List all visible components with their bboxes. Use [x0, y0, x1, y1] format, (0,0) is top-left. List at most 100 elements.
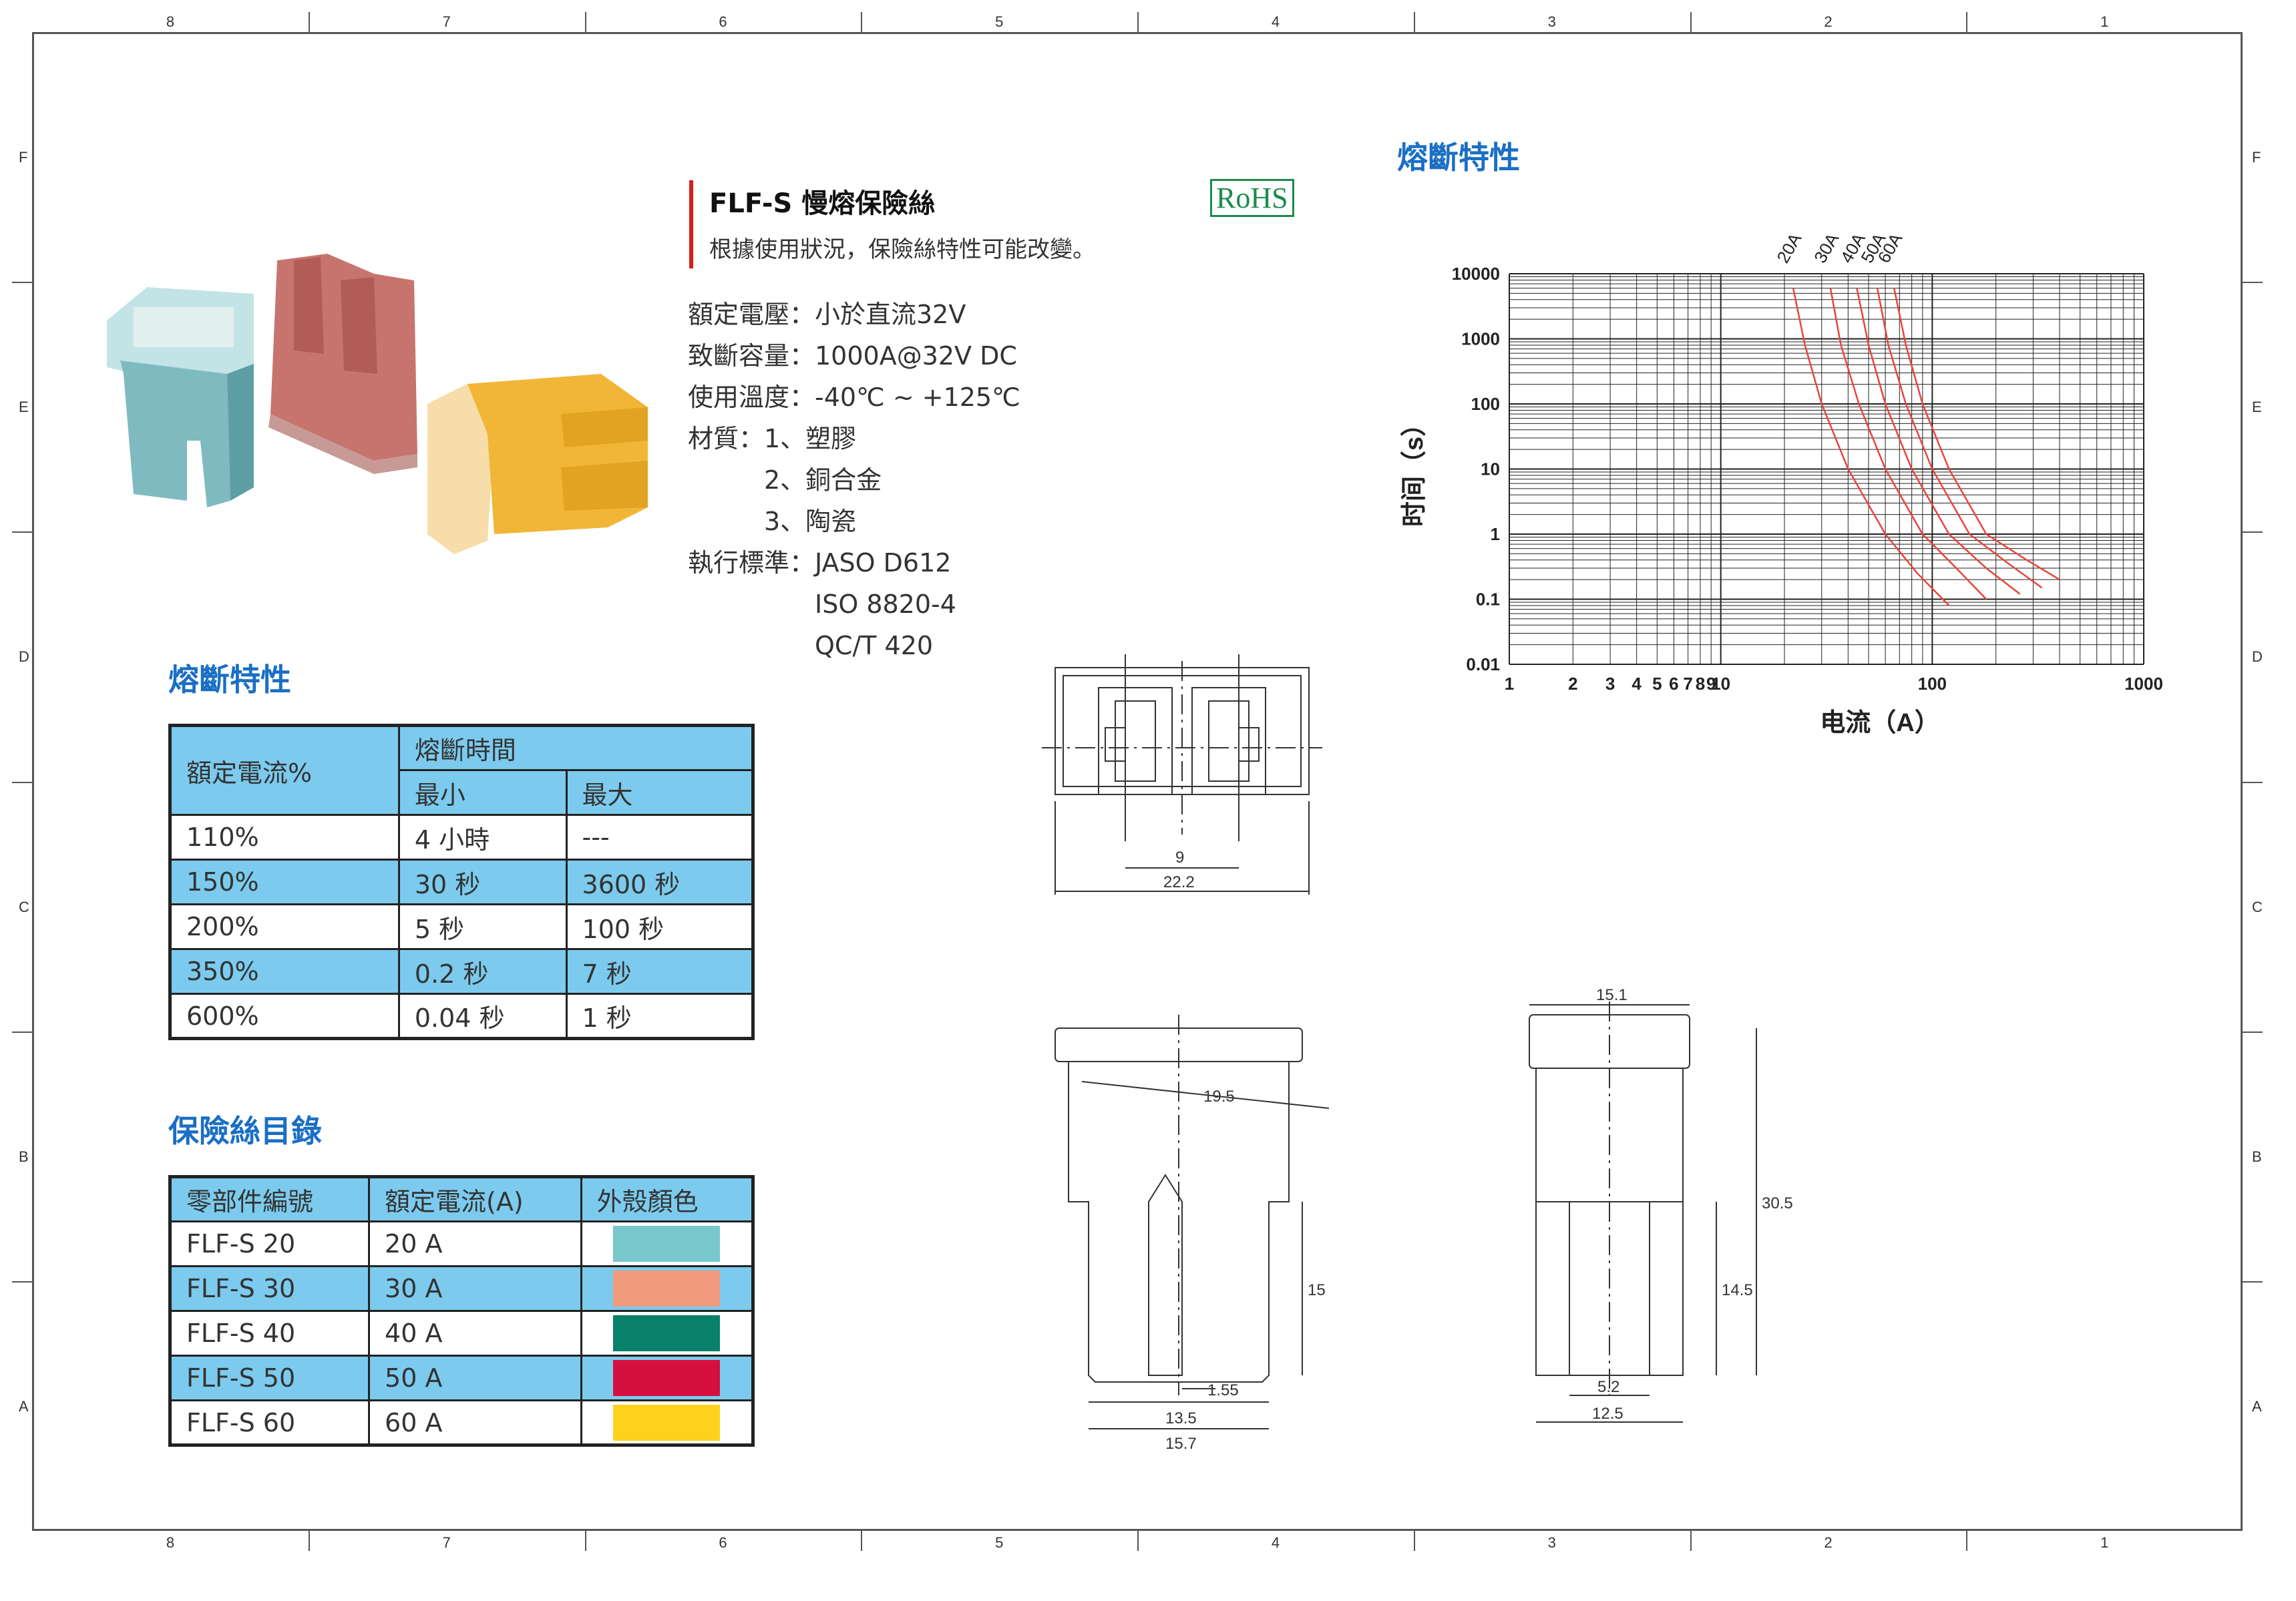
table-cell: 600%: [169, 993, 400, 1040]
rohs-badge: RoHS: [1210, 179, 1294, 217]
dim-label: 9: [1175, 849, 1184, 867]
table-cell: 7 秒: [565, 948, 755, 995]
color-swatch: [613, 1315, 721, 1351]
zone-row-label: D: [2252, 648, 2263, 666]
zone-tick: [1690, 12, 1692, 32]
table-cell: FLF-S 30: [168, 1265, 371, 1312]
zone-column-label: 5: [995, 13, 1004, 30]
zone-tick: [2243, 282, 2263, 284]
dim-label: 15.1: [1596, 986, 1628, 1004]
zone-tick: [584, 12, 586, 32]
table-cell: 30 秒: [397, 859, 568, 905]
zone-column-label: 2: [1824, 13, 1833, 30]
x-tick-label: 2: [1568, 674, 1577, 694]
y-tick-label: 100: [1471, 394, 1500, 414]
color-swatch-cell: [580, 1220, 755, 1267]
zone-row-label: A: [2252, 1397, 2262, 1415]
zone-tick: [12, 531, 32, 533]
fusing-heading: 熔斷特性: [168, 662, 291, 698]
series-line-50A: [1876, 288, 2043, 589]
col-max-header: 最大: [565, 769, 755, 816]
dim-label: 15: [1308, 1281, 1326, 1299]
table-cell: 5 秒: [397, 903, 568, 950]
fuse-yellow-illustration: [427, 374, 648, 554]
spec-line: 使用溫度：-40℃ ~ +125℃: [688, 383, 1020, 412]
dim-label: 13.5: [1165, 1409, 1197, 1427]
zone-row-label: F: [2252, 149, 2261, 166]
fuse-red-illustration: [268, 254, 417, 474]
table-cell: 50 A: [368, 1355, 582, 1401]
col-color-header: 外殼顏色: [580, 1176, 755, 1222]
x-tick-label: 1000: [2124, 674, 2163, 694]
spec-line: 3、陶瓷: [688, 507, 857, 536]
dim-label: 30.5: [1762, 1194, 1793, 1212]
spec-line: 執行標準：JASO D612: [688, 548, 952, 578]
product-note: 根據使用狀況，保險絲特性可能改變。: [709, 236, 1095, 263]
x-axis-label: 电流（A）: [1820, 709, 1939, 737]
color-swatch-cell: [580, 1310, 755, 1357]
chart-heading: 熔斷特性: [1397, 140, 1520, 176]
spec-line: 額定電壓：小於直流32V: [688, 300, 966, 329]
dim-label: 19.5: [1203, 1088, 1235, 1106]
zone-tick: [308, 1531, 310, 1551]
catalog-heading: 保險絲目錄: [168, 1113, 322, 1149]
x-tick-label: 6: [1669, 674, 1678, 694]
zone-tick: [12, 1281, 32, 1283]
zone-tick: [861, 1531, 863, 1551]
zone-column-label: 3: [1547, 13, 1556, 30]
zone-tick: [2243, 1281, 2263, 1283]
zone-column-label: 1: [2100, 1534, 2109, 1551]
color-swatch: [613, 1360, 721, 1396]
spec-line: QC/T 420: [688, 631, 934, 660]
zone-tick: [308, 12, 310, 32]
zone-tick: [12, 781, 32, 783]
zone-column-label: 6: [719, 13, 727, 30]
y-tick-label: 0.1: [1476, 590, 1500, 610]
spec-line: 材質：1、塑膠: [688, 424, 857, 453]
zone-column-label: 8: [166, 1534, 175, 1551]
product-photo: [107, 254, 648, 554]
series-label: 20A: [1772, 229, 1805, 266]
zone-tick: [1137, 12, 1139, 32]
spec-line: 2、銅合金: [688, 465, 882, 495]
zone-tick: [1413, 1531, 1415, 1551]
zone-column-label: 4: [1271, 1534, 1280, 1551]
series-label: 30A: [1810, 229, 1843, 266]
zone-tick: [2243, 781, 2263, 783]
side-view: [1529, 1001, 1757, 1423]
zone-column-label: 8: [166, 13, 175, 30]
color-swatch: [613, 1404, 721, 1441]
table-cell: 350%: [169, 948, 400, 995]
table-cell: ---: [565, 814, 755, 861]
y-tick-label: 0.01: [1466, 654, 1500, 674]
table-cell: 200%: [169, 903, 400, 950]
table-cell: FLF-S 60: [168, 1399, 371, 1446]
table-cell: 30 A: [368, 1265, 582, 1312]
color-swatch: [613, 1226, 721, 1262]
y-tick-label: 10: [1481, 459, 1500, 479]
zone-tick: [12, 1031, 32, 1033]
zone-column-label: 1: [2100, 13, 2109, 30]
col-time-header: 熔斷時間: [397, 724, 755, 771]
zone-column-label: 2: [1824, 1534, 1833, 1551]
zone-column-label: 7: [442, 13, 451, 30]
table-cell: 150%: [169, 859, 400, 905]
front-view: [1055, 1015, 1330, 1429]
y-tick-label: 10000: [1452, 264, 1500, 284]
zone-tick: [1137, 1531, 1139, 1551]
zone-row-label: A: [19, 1397, 29, 1415]
zone-tick: [1690, 1531, 1692, 1551]
color-swatch-cell: [580, 1399, 755, 1446]
series-line-40A: [1856, 288, 2021, 595]
dimension-drawings: 9 22.2 19.5 15 1.55 13.5 15.7 15.1 30.5 …: [1042, 654, 1793, 1453]
zone-column-label: 5: [995, 1534, 1004, 1551]
col-part-header: 零部件編號: [168, 1176, 371, 1222]
x-tick-label: 7: [1683, 674, 1692, 694]
col-rated-header: 額定電流(A): [368, 1176, 582, 1222]
y-axis-label: 时间（s）: [1400, 411, 1428, 527]
zone-tick: [1413, 12, 1415, 32]
table-cell: 0.04 秒: [397, 993, 568, 1040]
zone-tick: [12, 282, 32, 284]
series-line-20A: [1792, 288, 1950, 606]
